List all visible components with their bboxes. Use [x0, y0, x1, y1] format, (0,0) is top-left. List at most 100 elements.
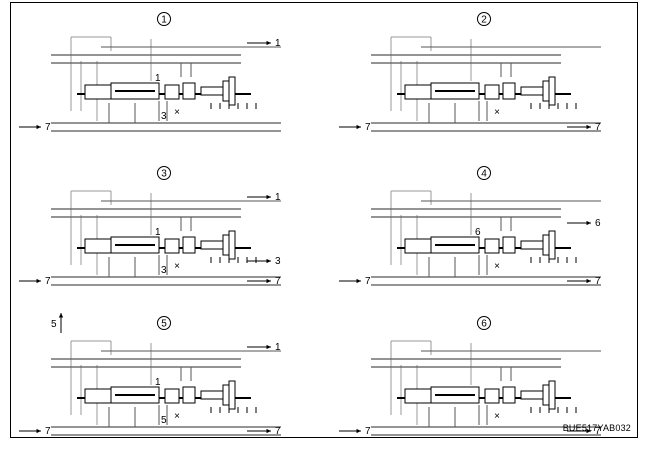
spool-land: [404, 84, 432, 100]
panel-badge-circle: [157, 12, 171, 26]
spool-port-label: 1: [155, 73, 161, 84]
flow-arrow-7: [586, 124, 591, 130]
spring-rod: [520, 390, 544, 400]
end-cap: [542, 234, 550, 256]
flow-label: 7: [45, 426, 51, 437]
spool-port-label: 1: [155, 227, 161, 238]
end-cap: [228, 76, 236, 106]
aux-port-label: 5: [161, 415, 167, 426]
spool-land: [484, 238, 500, 254]
flow-arrow-7: [266, 278, 271, 284]
panel-badge-circle: [477, 166, 491, 180]
aux-port-label: 3: [161, 111, 167, 122]
flow-label: 1: [275, 342, 281, 353]
spool-land: [84, 238, 112, 254]
flow-label: 7: [595, 122, 601, 133]
flow-arrow-7: [586, 278, 591, 284]
flow-arrow-6: [586, 220, 591, 226]
end-cap: [542, 80, 550, 102]
flow-label: 7: [365, 122, 371, 133]
spring-rod: [200, 390, 224, 400]
flow-arrow-7: [356, 124, 361, 130]
flow-label: 1: [275, 38, 281, 49]
flow-label: 7: [275, 426, 281, 437]
pilot-spool: [182, 82, 196, 100]
end-cap: [222, 234, 230, 256]
spool-land: [484, 84, 500, 100]
figure-code: BUE517YAB032: [562, 423, 631, 433]
flow-arrow-1: [266, 40, 271, 46]
spool-land: [404, 238, 432, 254]
end-cap: [548, 380, 556, 410]
end-cap: [228, 230, 236, 260]
valve-panel-6: 6 × 7 7: [339, 316, 601, 437]
panel-badge: 5: [161, 319, 167, 330]
end-cap: [542, 384, 550, 406]
flow-arrow-7: [36, 428, 41, 434]
pilot-spool: [182, 236, 196, 254]
flow-label: 7: [365, 426, 371, 437]
flow-arrow-7: [266, 428, 271, 434]
spring-rod: [520, 240, 544, 250]
panel-badge: 4: [481, 169, 487, 180]
flow-arrow-7: [356, 428, 361, 434]
flow-label: 7: [275, 276, 281, 287]
flow-label: 7: [45, 122, 51, 133]
panel-badge: 3: [161, 169, 167, 180]
spring-rod: [200, 86, 224, 96]
end-cap: [222, 384, 230, 406]
flow-label: 1: [275, 192, 281, 203]
panel-badge-circle: [157, 166, 171, 180]
flow-label: 7: [365, 276, 371, 287]
blocked-port-mark: ×: [494, 261, 500, 272]
flow-label: 7: [595, 426, 601, 437]
end-cap: [228, 380, 236, 410]
flow-arrow-1: [266, 344, 271, 350]
spool-land: [164, 388, 180, 404]
spool-land: [164, 238, 180, 254]
flow-arrow-7: [356, 278, 361, 284]
spool-port-label: 6: [475, 227, 481, 238]
panel-badge: 2: [481, 15, 487, 26]
blocked-port-mark: ×: [174, 411, 180, 422]
spool-land: [84, 84, 112, 100]
flow-arrow-3: [266, 258, 271, 264]
spool-land: [164, 84, 180, 100]
panel-badge-circle: [477, 316, 491, 330]
blocked-port-mark: ×: [174, 261, 180, 272]
flow-label: 6: [595, 218, 601, 229]
spool-port-label: 1: [155, 377, 161, 388]
pilot-spool: [502, 236, 516, 254]
flow-label: 7: [45, 276, 51, 287]
flow-label: 7: [595, 276, 601, 287]
pilot-spool: [502, 386, 516, 404]
aux-port-label: 3: [161, 265, 167, 276]
flow-arrow-1: [266, 194, 271, 200]
blocked-port-mark: ×: [494, 107, 500, 118]
panel-badge: 1: [161, 15, 167, 26]
blocked-port-mark: ×: [174, 107, 180, 118]
spool-land: [404, 388, 432, 404]
end-cap: [222, 80, 230, 102]
valve-panel-1: 1 × 1 3 1 7: [19, 12, 281, 133]
end-cap: [548, 76, 556, 106]
blocked-port-mark: ×: [494, 411, 500, 422]
spool-land: [484, 388, 500, 404]
flow-arrow-7: [586, 428, 591, 434]
pilot-spool: [182, 386, 196, 404]
flow-arrow-5: [58, 313, 64, 318]
panel-badge-circle: [157, 316, 171, 330]
panel-badge-circle: [477, 12, 491, 26]
valve-panel-2: 2 × 7 7: [339, 12, 601, 133]
panel-badge: 6: [481, 319, 487, 330]
flow-arrow-7: [36, 278, 41, 284]
pilot-spool: [502, 82, 516, 100]
flow-arrow-7: [36, 124, 41, 130]
spring-rod: [200, 240, 224, 250]
spool-land: [84, 388, 112, 404]
flow-label: 5: [51, 319, 57, 330]
valve-panel-4: 4 × 6 6 7 7: [339, 166, 601, 287]
